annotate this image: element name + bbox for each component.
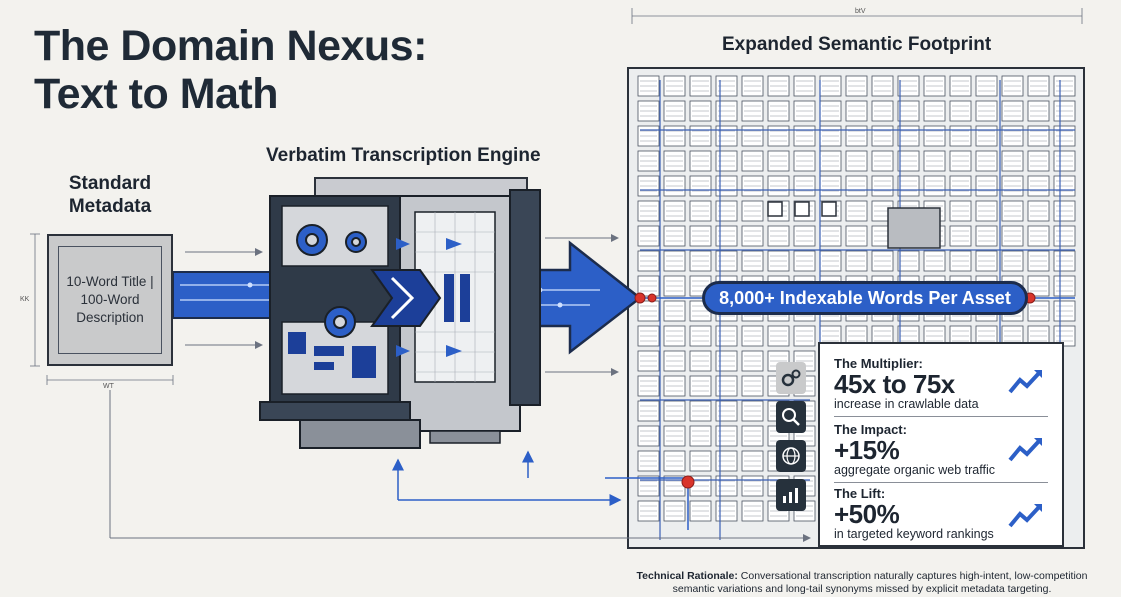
stat-description: in targeted keyword rankings [834, 527, 994, 541]
side-icon-strip [776, 362, 806, 511]
central-nodes [767, 201, 941, 249]
feedback-lines [392, 297, 1075, 530]
rationale-text-line-2: semantic variations and long-tail synony… [672, 582, 1052, 595]
magnifier-chart-icon [776, 401, 806, 433]
metadata-height-dimension: KK [20, 296, 30, 303]
stat-value: +50% [834, 499, 900, 529]
title-line-2: Text to Math [34, 70, 279, 118]
footprint-dimension-line [631, 8, 1083, 24]
stat-label: The Impact: [834, 422, 907, 437]
metadata-description: 10-Word Title | 100-Word Description [58, 246, 162, 354]
stat-value: 45x to 75x [834, 369, 955, 399]
trend-up-icon [1008, 504, 1042, 528]
connector-lines [109, 234, 811, 542]
gear-icons [296, 224, 367, 338]
stat-label: The Lift: [834, 486, 886, 501]
stat-description: increase in crawlable data [834, 397, 979, 411]
trend-up-icon [1008, 438, 1042, 462]
stat-label: The Multiplier: [834, 356, 923, 371]
stat-lift: The Lift: +50% in targeted keyword ranki… [834, 486, 1054, 542]
metadata-label: Standard Metadata [60, 172, 160, 218]
stat-impact: The Impact: +15% aggregate organic web t… [834, 422, 1054, 478]
metadata-text-line-3: Description [76, 310, 144, 325]
stat-divider [834, 482, 1048, 483]
technical-rationale: Technical Rationale: Conversational tran… [627, 570, 1097, 595]
network-nodes [634, 292, 1036, 489]
metadata-label-line-1: Standard [68, 173, 152, 194]
stat-value: +15% [834, 435, 900, 465]
globe-icon [776, 440, 806, 472]
stat-divider [834, 416, 1048, 417]
trend-up-icon [1008, 370, 1042, 394]
footprint-dimension: btV [852, 8, 869, 15]
grid-cells [637, 75, 1076, 522]
gears-icon [776, 362, 806, 394]
footprint-label: Expanded Semantic Footprint [722, 34, 992, 55]
rationale-label: Technical Rationale: [636, 570, 738, 582]
title-line-1: The Domain Nexus: [34, 22, 427, 70]
stat-multiplier: The Multiplier: 45x to 75x increase in c… [834, 356, 1054, 412]
bar-chart-icon [776, 479, 806, 511]
metadata-width-dimension: WT [103, 383, 114, 390]
metadata-label-line-2: Metadata [68, 196, 152, 217]
stat-description: aggregate organic web traffic [834, 463, 995, 477]
metadata-box [47, 234, 173, 366]
stats-panel: The Multiplier: 45x to 75x increase in c… [818, 342, 1064, 547]
transcription-engine-machine [259, 177, 541, 449]
engine-label: Verbatim Transcription Engine [266, 145, 541, 166]
metadata-text-line-2: 100-Word [80, 292, 140, 307]
page-title: The Domain Nexus: Text to Math [34, 22, 427, 118]
rationale-text-line-1: Conversational transcription naturally c… [737, 570, 1088, 582]
metadata-text-line-1: 10-Word Title | [66, 274, 154, 289]
indexable-words-badge: 8,000+ Indexable Words Per Asset [702, 281, 1028, 315]
metadata-dimension-lines [30, 233, 174, 385]
